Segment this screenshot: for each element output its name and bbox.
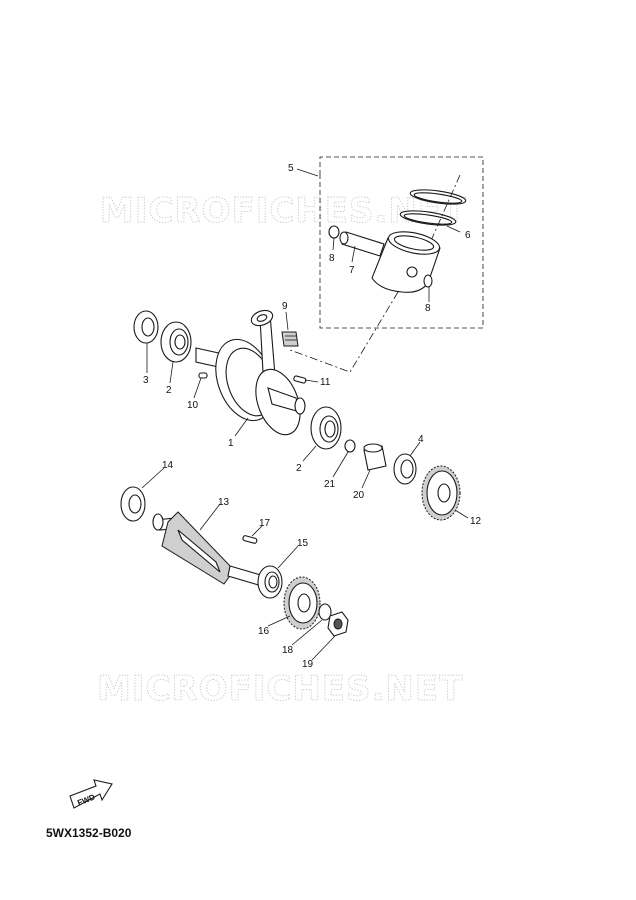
callout-14: 14 [162, 460, 174, 471]
callout-7: 7 [349, 265, 355, 276]
callout-8-right: 8 [425, 303, 431, 314]
bearing-right [310, 406, 342, 450]
watermark-top: MICROFICHES.NET [100, 191, 466, 231]
callout-18: 18 [282, 645, 294, 656]
woodruff-key-11 [293, 375, 307, 384]
callout-12: 12 [470, 516, 482, 527]
callout-labels: 5 6 7 8 8 9 3 2 10 11 1 2 21 20 4 12 14 … [143, 163, 482, 670]
circlip-right [423, 274, 433, 288]
callout-8-left: 8 [329, 253, 335, 264]
callout-15: 15 [297, 538, 309, 549]
piston [371, 231, 441, 293]
oil-seal-right [393, 453, 417, 485]
nut [327, 611, 349, 637]
callout-20: 20 [353, 490, 365, 501]
collar [363, 443, 387, 471]
callout-3: 3 [143, 375, 149, 386]
callout-17: 17 [259, 518, 271, 529]
balancer-oil-seal [120, 486, 146, 522]
woodruff-key-10 [198, 372, 208, 379]
callout-2-right: 2 [296, 463, 302, 474]
callout-5: 5 [288, 163, 294, 174]
callout-16: 16 [258, 626, 270, 637]
balancer-gear [283, 576, 321, 630]
o-ring [344, 439, 356, 453]
callout-11: 11 [320, 377, 331, 388]
watermark-bottom: MICROFICHES.NET [97, 669, 463, 709]
callout-1: 1 [228, 438, 234, 449]
callout-4: 4 [418, 434, 424, 445]
balancer-shaft [152, 511, 265, 587]
small-end-bearing [281, 331, 299, 347]
diagram-code: 5WX1352-B020 [46, 826, 132, 840]
leader-lines [141, 168, 469, 661]
balancer-bearing [257, 565, 283, 599]
callout-6: 6 [465, 230, 471, 241]
piston-kit-box [319, 156, 484, 329]
callout-10: 10 [187, 400, 199, 411]
fwd-arrow-icon: FWD [69, 779, 113, 809]
callout-21: 21 [324, 479, 336, 490]
callout-2-left: 2 [166, 385, 172, 396]
oil-seal-left [133, 310, 159, 344]
piston-pin [339, 231, 385, 257]
callout-13: 13 [218, 497, 230, 508]
bearing-left [160, 321, 192, 363]
callout-9: 9 [282, 301, 288, 312]
callout-19: 19 [302, 659, 314, 670]
key-17 [242, 535, 258, 544]
washer [318, 603, 332, 621]
drive-gear [421, 465, 461, 521]
circlip-left [328, 225, 340, 239]
crankshaft [195, 309, 306, 436]
